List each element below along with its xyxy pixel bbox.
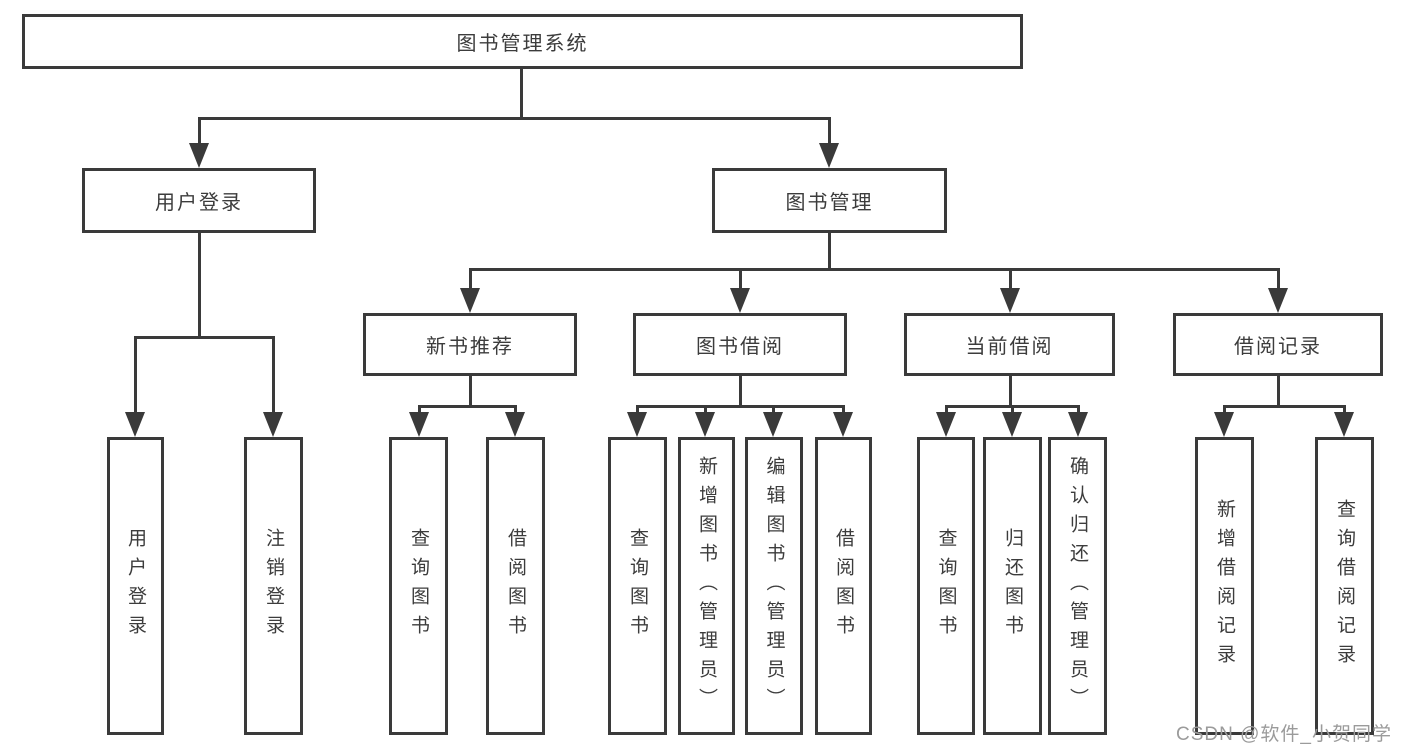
connector-new-book-trunk bbox=[469, 376, 472, 408]
connector-user-login-trunk bbox=[198, 233, 201, 339]
connector-branch-level3 bbox=[469, 268, 1280, 271]
connector-book-management-trunk bbox=[828, 233, 831, 271]
arrowhead-leaf-confirm-return bbox=[1068, 412, 1088, 437]
watermark: CSDN @软件_小贺同学 bbox=[1176, 724, 1392, 745]
connector-drop-l2 bbox=[418, 405, 421, 415]
leaf-borrow-books-recommend: 借阅图书 bbox=[486, 437, 545, 735]
arrowhead-current-borrow bbox=[1000, 288, 1020, 313]
connector-drop-borrow-records bbox=[1277, 268, 1280, 291]
connector-drop-current-borrow bbox=[1009, 268, 1012, 291]
connector-drop-l3 bbox=[514, 405, 517, 415]
connector-borrow-records-trunk bbox=[1277, 376, 1280, 408]
connector-drop-user-login bbox=[198, 117, 201, 146]
leaf-edit-books-admin: 编辑图书（管理员） bbox=[745, 437, 803, 735]
connector-drop-leaf-logout bbox=[272, 336, 275, 416]
arrowhead-leaf-add-record bbox=[1214, 412, 1234, 437]
arrowhead-leaf-query-record bbox=[1334, 412, 1354, 437]
connector-drop-l4 bbox=[636, 405, 639, 415]
leaf-borrow-books: 借阅图书 bbox=[815, 437, 872, 735]
connector-branch-book-borrow bbox=[636, 405, 845, 408]
arrowhead-leaf-query-current bbox=[936, 412, 956, 437]
connector-branch-level2 bbox=[198, 117, 831, 120]
leaf-query-books-borrow: 查询图书 bbox=[608, 437, 667, 735]
leaf-user-login: 用户登录 bbox=[107, 437, 164, 735]
arrowhead-leaf-query-recommend bbox=[409, 412, 429, 437]
arrowhead-leaf-logout bbox=[263, 412, 283, 437]
node-book-management: 图书管理 bbox=[712, 168, 947, 233]
connector-drop-l5 bbox=[704, 405, 707, 415]
connector-root-trunk bbox=[520, 69, 523, 120]
connector-branch-user-login bbox=[134, 336, 275, 339]
arrowhead-leaf-add-books bbox=[695, 412, 715, 437]
connector-drop-l11 bbox=[1223, 405, 1226, 415]
arrowhead-leaf-query-borrow bbox=[627, 412, 647, 437]
node-library-system: 图书管理系统 bbox=[22, 14, 1023, 69]
leaf-add-books-admin: 新增图书（管理员） bbox=[678, 437, 735, 735]
arrowhead-new-book bbox=[460, 288, 480, 313]
arrowhead-leaf-edit-books bbox=[763, 412, 783, 437]
connector-current-borrow-trunk bbox=[1009, 376, 1012, 408]
connector-book-borrow-trunk bbox=[739, 376, 742, 408]
connector-drop-l10 bbox=[1077, 405, 1080, 415]
connector-drop-book-borrow bbox=[739, 268, 742, 291]
leaf-confirm-return-admin: 确认归还（管理员） bbox=[1048, 437, 1107, 735]
connector-drop-l12 bbox=[1343, 405, 1346, 415]
connector-drop-l6 bbox=[772, 405, 775, 415]
connector-drop-l8 bbox=[945, 405, 948, 415]
connector-drop-new-book bbox=[469, 268, 472, 291]
arrowhead-book-borrow bbox=[730, 288, 750, 313]
leaf-logout: 注销登录 bbox=[244, 437, 303, 735]
connector-branch-borrow-records bbox=[1223, 405, 1346, 408]
arrowhead-leaf-borrow-recommend bbox=[505, 412, 525, 437]
arrowhead-book-management bbox=[819, 143, 839, 168]
leaf-query-borrow-record: 查询借阅记录 bbox=[1315, 437, 1374, 735]
arrowhead-user-login bbox=[189, 143, 209, 168]
node-user-login: 用户登录 bbox=[82, 168, 316, 233]
leaf-query-books-current: 查询图书 bbox=[917, 437, 975, 735]
node-new-book-recommendation: 新书推荐 bbox=[363, 313, 577, 376]
arrowhead-borrow-records bbox=[1268, 288, 1288, 313]
connector-drop-l9 bbox=[1011, 405, 1014, 415]
connector-drop-book-management bbox=[828, 117, 831, 146]
arrowhead-leaf-borrow-books bbox=[833, 412, 853, 437]
arrowhead-leaf-return-books bbox=[1002, 412, 1022, 437]
leaf-return-books: 归还图书 bbox=[983, 437, 1042, 735]
arrowhead-leaf-user-login bbox=[125, 412, 145, 437]
node-book-borrowing: 图书借阅 bbox=[633, 313, 847, 376]
leaf-add-borrow-record: 新增借阅记录 bbox=[1195, 437, 1254, 735]
leaf-query-books-recommend: 查询图书 bbox=[389, 437, 448, 735]
node-borrowing-records: 借阅记录 bbox=[1173, 313, 1383, 376]
node-current-borrowing: 当前借阅 bbox=[904, 313, 1115, 376]
connector-branch-new-book bbox=[418, 405, 517, 408]
connector-drop-leaf-user-login bbox=[134, 336, 137, 416]
connector-drop-l7 bbox=[842, 405, 845, 415]
